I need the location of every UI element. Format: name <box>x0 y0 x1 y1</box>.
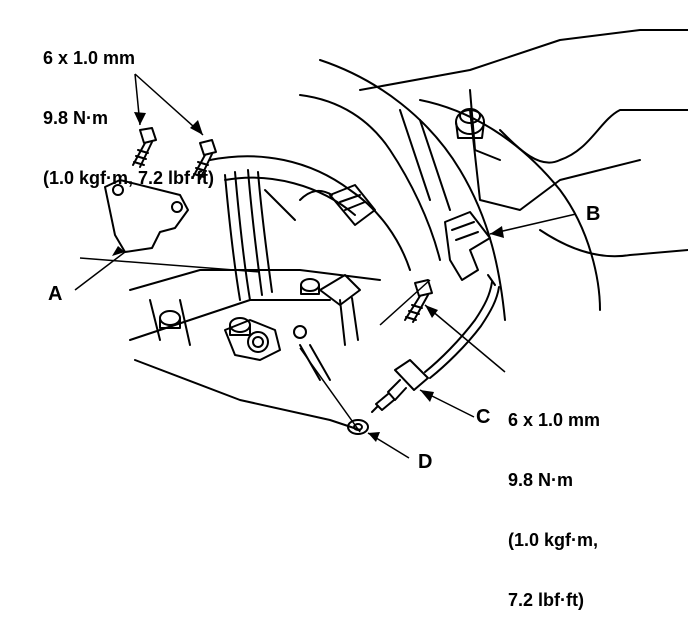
engine-illustration <box>74 29 688 459</box>
sensor-connector-b <box>444 211 496 286</box>
transmission-housing <box>299 29 688 321</box>
arrowhead-b <box>490 226 504 238</box>
arrowhead-c <box>420 390 434 402</box>
exhaust-manifold <box>129 269 381 431</box>
callout-d: D <box>418 451 433 473</box>
top-torque-spec: 6 x 1.0 mm 9.8 N·m (1.0 kgf·m, 7.2 lbf·f… <box>43 8 214 208</box>
leader-d <box>299 347 410 459</box>
top-spec-alt: (1.0 kgf·m, 7.2 lbf·ft) <box>43 168 215 188</box>
arrowhead-bottom-spec <box>425 305 438 318</box>
bracket-a <box>104 179 189 253</box>
manifold-studs <box>159 278 320 336</box>
bottom-spec-size: 6 x 1.0 mm <box>508 410 601 430</box>
top-spec-torque: 9.8 N·m <box>43 108 109 128</box>
bottom-torque-spec: 6 x 1.0 mm 9.8 N·m (1.0 kgf·m, 7.2 lbf·f… <box>508 370 600 630</box>
callout-b: B <box>586 203 601 225</box>
callout-c: C <box>476 406 491 428</box>
bolt-top-left <box>132 127 157 168</box>
bolt-top-right <box>192 139 217 180</box>
leader-bottom-spec <box>424 304 506 373</box>
leader-b <box>489 213 577 235</box>
arrowhead-top-left <box>134 112 146 125</box>
wiring-harness <box>224 169 296 301</box>
leader-a <box>74 251 261 291</box>
bottom-spec-torque: 9.8 N·m <box>508 470 574 490</box>
upper-connector <box>299 184 376 226</box>
callout-a: A <box>48 283 63 305</box>
housing-plug <box>455 108 485 139</box>
oxygen-sensor-c <box>371 281 500 413</box>
top-spec-size: 6 x 1.0 mm <box>43 48 136 68</box>
arrowhead-a <box>112 246 125 256</box>
bottom-spec-alt-1: (1.0 kgf·m, <box>508 530 599 550</box>
diagram-stage: 6 x 1.0 mm 9.8 N·m (1.0 kgf·m, 7.2 lbf·f… <box>43 8 688 610</box>
arrowhead-d <box>368 432 380 442</box>
arrowhead-top-right <box>190 120 203 135</box>
heat-shield <box>209 155 411 271</box>
bolt-lower <box>404 279 433 323</box>
bottom-spec-alt-2: 7.2 lbf·ft) <box>508 590 584 610</box>
